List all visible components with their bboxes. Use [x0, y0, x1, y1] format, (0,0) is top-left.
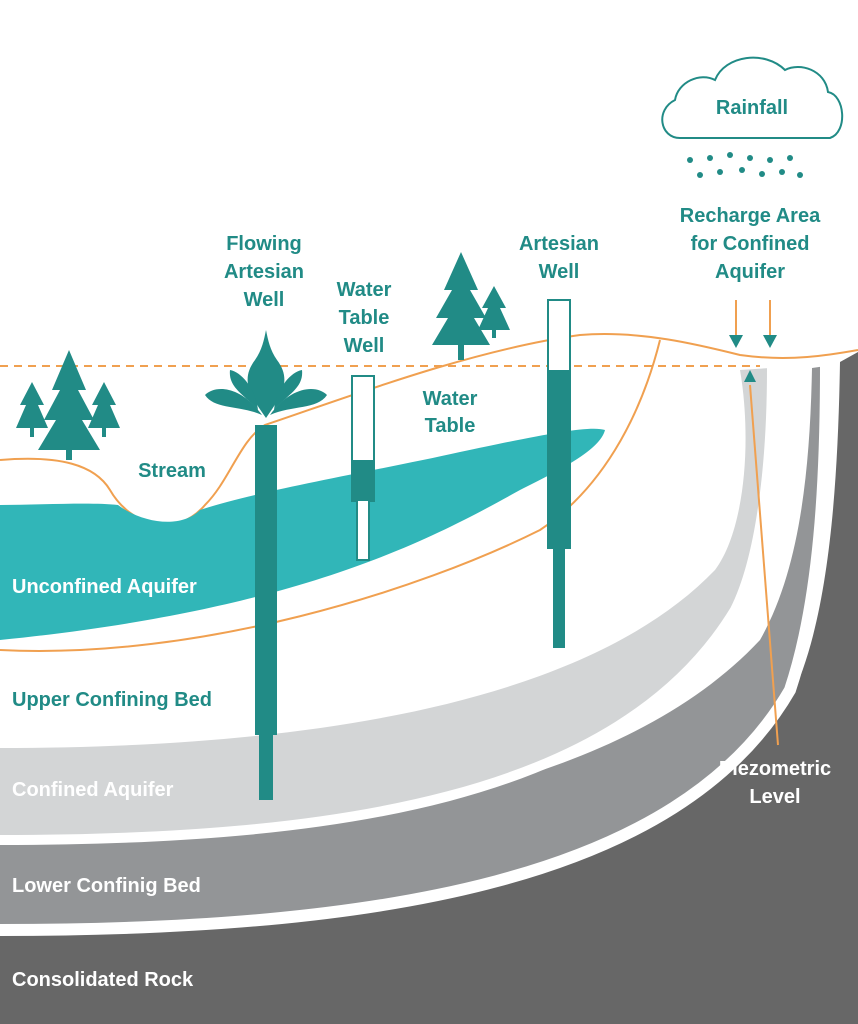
- lower-confining-bed-label: Lower Confinig Bed: [12, 875, 201, 897]
- artesian-label-line1: Artesian: [519, 233, 599, 255]
- water-table-well: [351, 375, 375, 561]
- flowing-label-line1: Flowing: [226, 233, 302, 255]
- recharge-label-line3: Aquifer: [715, 261, 785, 283]
- flowing-label-line2: Artesian: [224, 261, 304, 283]
- recharge-label-line1: Recharge Area: [680, 205, 821, 227]
- consolidated-rock-label: Consolidated Rock: [12, 969, 194, 991]
- recharge-arrows-icon: [729, 300, 777, 348]
- wt-well-label-line2: Table: [339, 307, 390, 329]
- flowing-artesian-well: [205, 330, 327, 800]
- rain-drops-icon: [687, 152, 803, 178]
- unconfined-aquifer-layer: [0, 428, 605, 640]
- rainfall-label: Rainfall: [716, 97, 788, 119]
- unconfined-aquifer-label: Unconfined Aquifer: [12, 576, 197, 598]
- ground-surface-line: [0, 333, 858, 526]
- piezometric-pointer-line: [749, 384, 779, 746]
- trees-middle-icon: [432, 252, 510, 360]
- cloud-icon: [661, 56, 844, 139]
- artesian-well: [547, 299, 571, 648]
- wt-well-label-line3: Well: [344, 335, 385, 357]
- recharge-label-line2: for Confined: [691, 233, 810, 255]
- artesian-label-line2: Well: [539, 261, 580, 283]
- flowing-label-line3: Well: [244, 289, 285, 311]
- piezometric-label-line2: Level: [749, 786, 800, 808]
- wt-well-label-line1: Water: [337, 279, 392, 301]
- water-table-label-line2: Table: [425, 415, 476, 437]
- stream-label: Stream: [138, 460, 206, 482]
- lower-confining-bed-layer: [0, 366, 826, 930]
- piezometric-label-line1: Piezometric: [719, 758, 831, 780]
- upper-confining-bed-label: Upper Confining Bed: [12, 689, 212, 711]
- consolidated-rock-layer: [0, 352, 858, 1024]
- trees-left-icon: [16, 350, 120, 460]
- piezometric-arrow-icon: [744, 370, 756, 382]
- water-table-label-line1: Water: [423, 388, 478, 410]
- confined-aquifer-layer: [0, 368, 771, 840]
- confining-top-line: [0, 339, 661, 652]
- confined-aquifer-label: Confined Aquifer: [12, 779, 174, 801]
